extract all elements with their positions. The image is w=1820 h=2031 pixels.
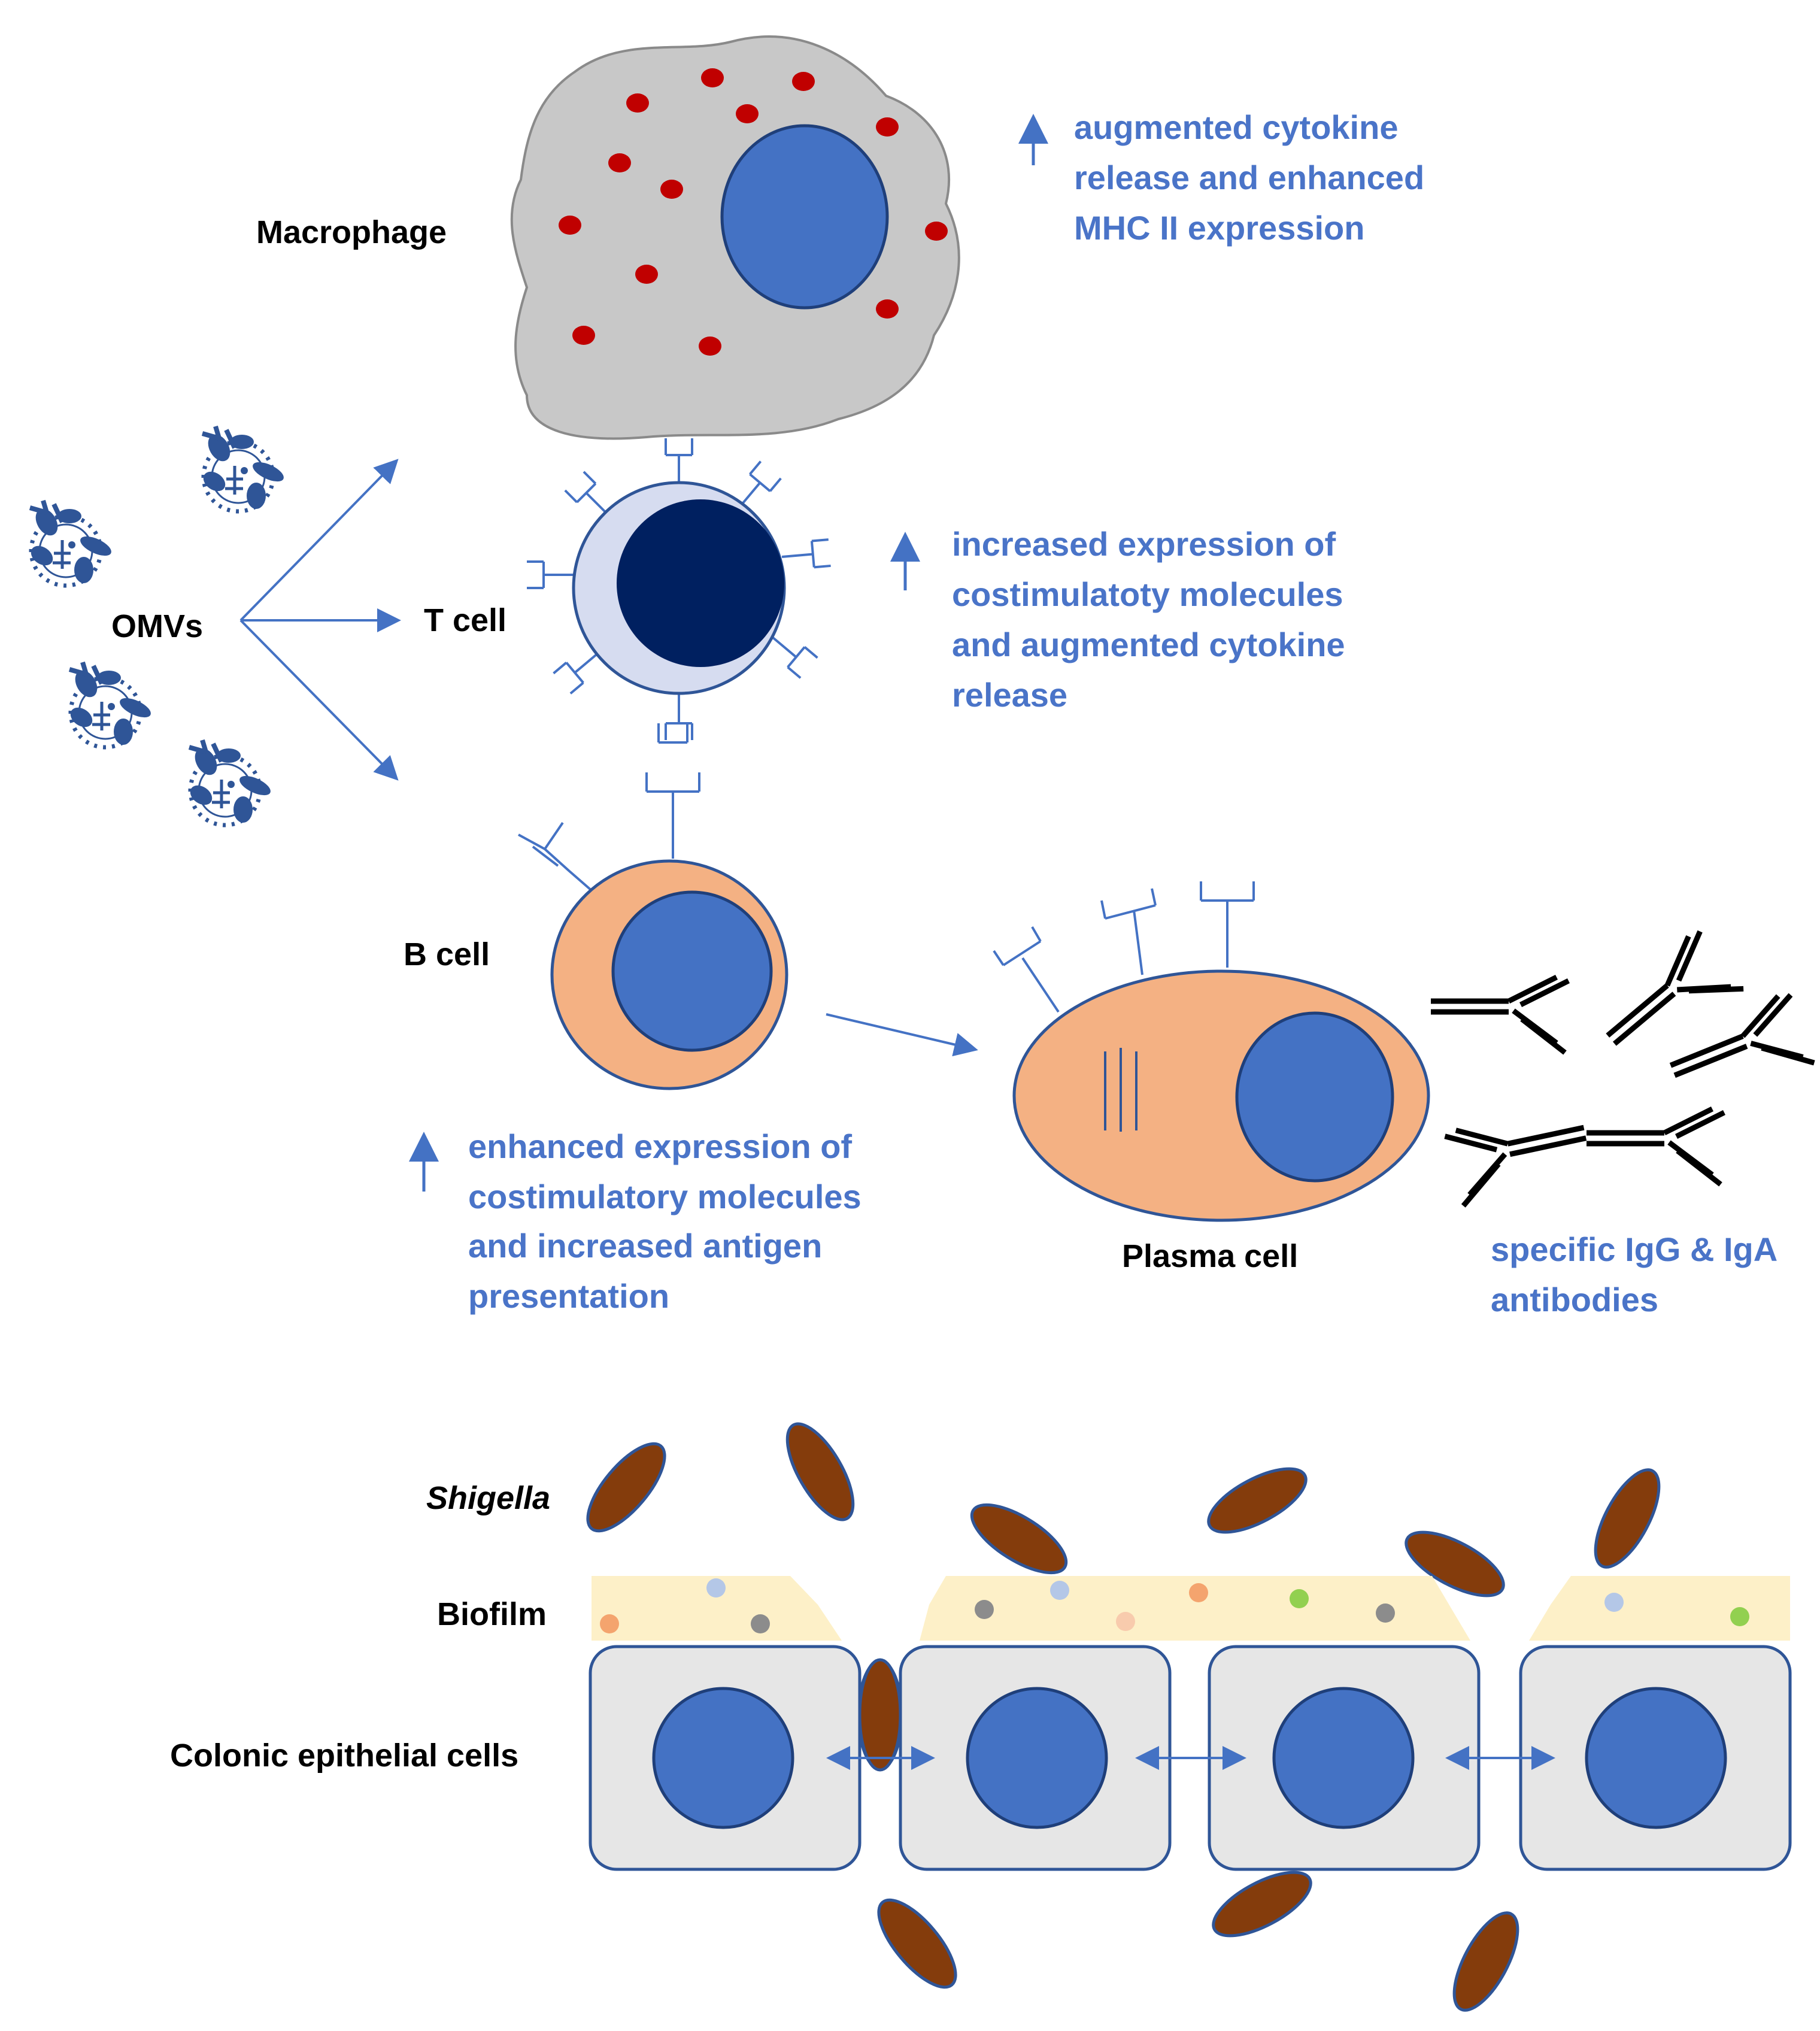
macrophage-annotation-1: augmented cytokine xyxy=(1074,108,1398,146)
b-cell-annotation-3: and increased antigen xyxy=(468,1227,822,1265)
omv-particle xyxy=(28,501,114,586)
biofilm-label: Biofilm xyxy=(437,1596,547,1632)
b-cell-annotation-1: enhanced expression of xyxy=(468,1127,852,1165)
plasma-cell-nucleus xyxy=(1235,1011,1394,1183)
omv-particle xyxy=(67,662,154,747)
t-cell-annotation-4: release xyxy=(952,676,1067,714)
antibodies-annotation-2: antibodies xyxy=(1491,1281,1658,1318)
omv-particle xyxy=(200,426,287,511)
antibodies xyxy=(1431,929,1818,1207)
t-cell-label: T cell xyxy=(424,602,506,638)
shigella-label: Shigella xyxy=(426,1480,550,1516)
epithelial-cell-nucleus xyxy=(1585,1687,1727,1829)
b-cell-annotation-4: presentation xyxy=(468,1277,669,1315)
omv-arrow-to-b-cell xyxy=(239,619,399,781)
epithelial-cell-nucleus xyxy=(652,1687,794,1829)
t-cell-nucleus xyxy=(617,499,784,667)
macrophage-granules xyxy=(559,68,948,356)
t-cell-annotation-3: and augmented cytokine xyxy=(952,626,1345,663)
plasma-cell-label: Plasma cell xyxy=(1122,1238,1298,1274)
antibody xyxy=(1431,977,1569,1053)
t-cell-annotation-1: increased expression of xyxy=(952,525,1336,563)
antibodies-annotation-1: specific IgG & IgA xyxy=(1491,1230,1777,1268)
t-cell xyxy=(526,437,832,741)
epithelial-cell-nucleus xyxy=(1272,1687,1415,1829)
macrophage-nucleus xyxy=(720,124,889,310)
macrophage-annotation-2: release and enhanced xyxy=(1074,159,1424,196)
antibody xyxy=(1444,1104,1594,1207)
macrophage-cell xyxy=(510,35,960,440)
shigella-invading xyxy=(858,1658,902,1772)
b-cell-receptor xyxy=(518,822,607,904)
colonic-epithelial-cells xyxy=(589,1645,1792,1871)
b-cell-label: B cell xyxy=(404,936,490,972)
antibody xyxy=(1587,1109,1724,1184)
plasma-cell xyxy=(993,881,1430,1222)
macrophage-annotation-3: MHC II expression xyxy=(1074,209,1364,247)
macrophage-label: Macrophage xyxy=(256,214,447,250)
colonic-label: Colonic epithelial cells xyxy=(170,1738,518,1774)
omvs-label: OMVs xyxy=(111,608,203,644)
plasma-cell-er-lines xyxy=(1104,1048,1138,1132)
omv-particle xyxy=(187,740,274,825)
t-b-cell-receptor-link xyxy=(645,723,700,859)
b-cell xyxy=(518,822,788,1090)
b-cell-nucleus xyxy=(611,890,773,1052)
b-to-plasma-arrow xyxy=(826,1013,978,1057)
omv-arrow-to-macrophage xyxy=(239,459,399,622)
epithelial-cell-nucleus xyxy=(966,1687,1108,1829)
biofilm-particles xyxy=(600,1578,1749,1633)
b-cell-annotation-2: costimulatory molecules xyxy=(468,1178,862,1215)
t-cell-annotation-2: costimulatoty molecules xyxy=(952,575,1343,613)
plasma-cell-receptors xyxy=(993,881,1255,1013)
antibody xyxy=(1661,992,1817,1113)
